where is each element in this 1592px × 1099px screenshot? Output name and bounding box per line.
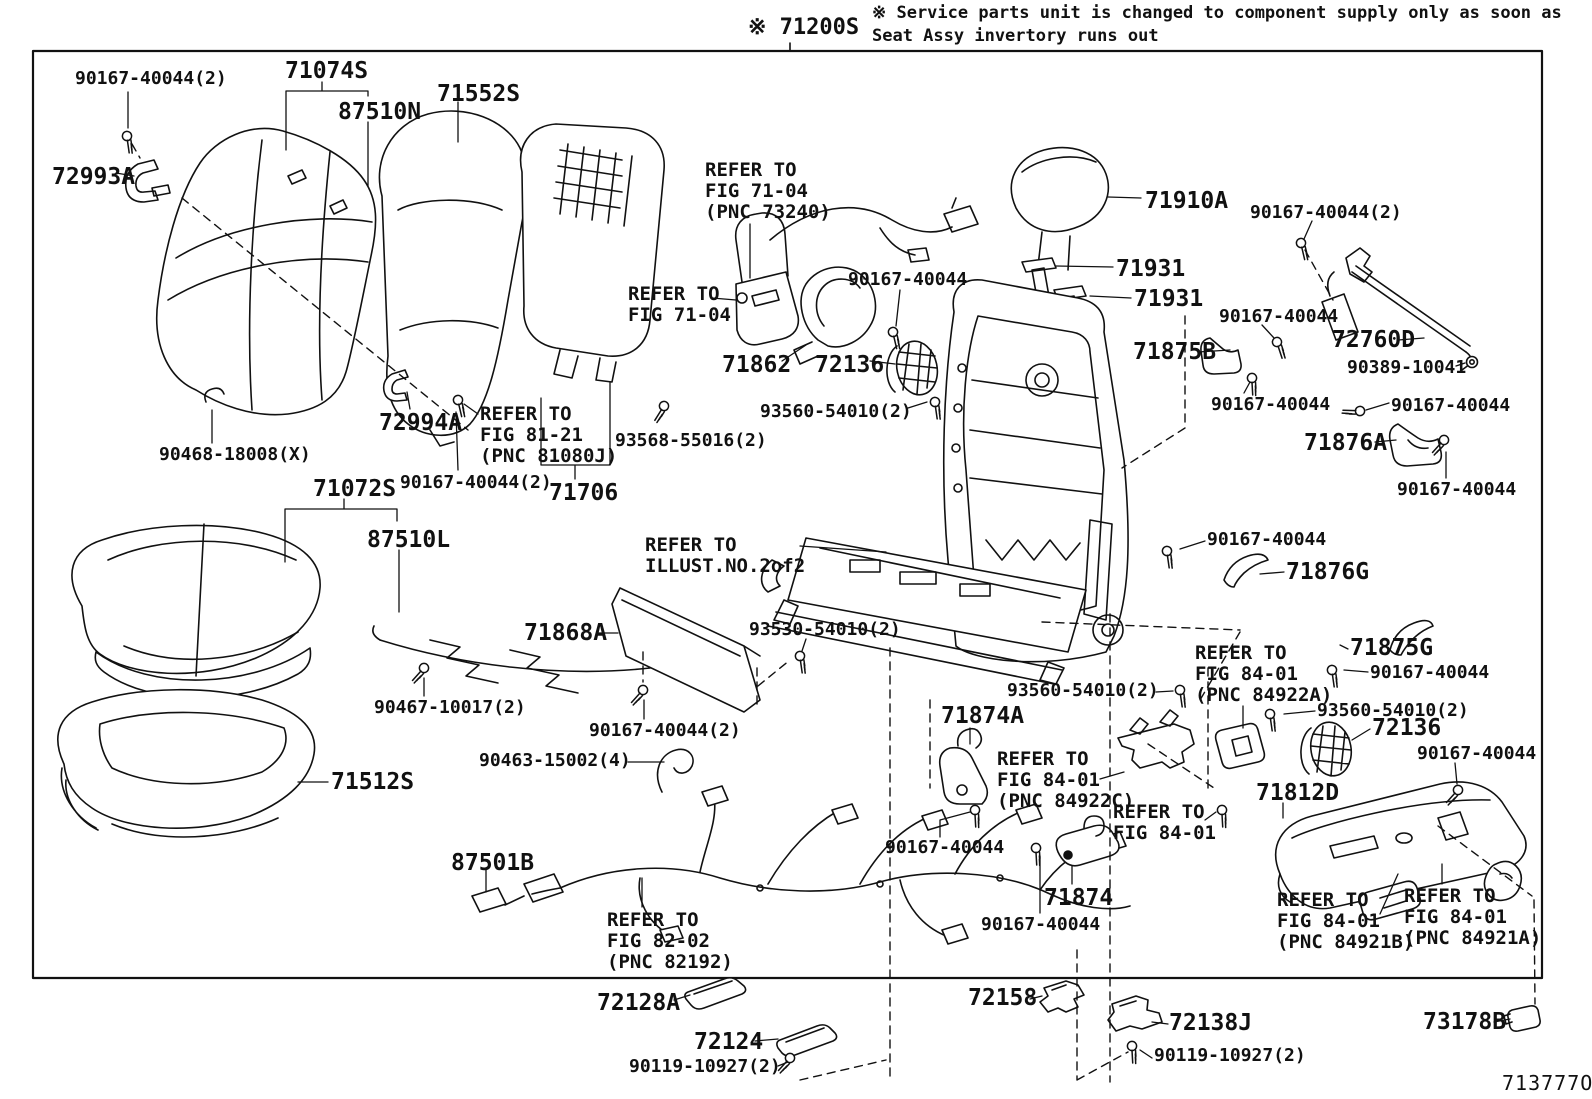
part-label-refer-fig71-04: REFER TO FIG 71-04 [628, 283, 731, 326]
part-label-refer-fig84-01-pnc84922c: REFER TO FIG 84-01 (PNC 84922C) [997, 748, 1135, 812]
part-label-refer-fig82-02-pnc82192: REFER TO FIG 82-02 (PNC 82192) [607, 909, 733, 973]
part-label-71074s: 71074S [285, 58, 369, 84]
part-label-90463-15002: 90463-15002(4) [479, 750, 631, 771]
under-shield-art [611, 587, 761, 713]
seat-frame-art [760, 279, 1129, 685]
small-brackets-art [938, 337, 1443, 867]
part-label-71875g: 71875G [1350, 635, 1434, 661]
part-label-71512s: 71512S [331, 769, 415, 795]
part-label-87501b: 87501B [451, 850, 535, 876]
part-label-90167-40044-n: 90167-40044 [981, 914, 1101, 935]
assy-part-label: ※ 71200S [748, 15, 860, 40]
part-label-90167-40044-c: 90167-40044(2) [1250, 202, 1402, 223]
part-label-90167-40044-a: 90167-40044(2) [75, 68, 227, 89]
part-label-72136-b: 72136 [1372, 715, 1442, 741]
seat-back-cover-art [156, 127, 377, 416]
part-label-93560-54010-c: 93560-54010(2) [1317, 700, 1469, 721]
part-label-71552s: 71552S [437, 81, 521, 107]
part-label-71706: 71706 [549, 480, 619, 506]
part-label-90467-10017: 90467-10017(2) [374, 697, 526, 718]
part-label-93560-54010-b: 93560-54010(2) [1007, 680, 1159, 701]
part-label-90119-10927-b: 90119-10927(2) [1154, 1045, 1306, 1066]
part-label-90167-40044-h: 90167-40044(2) [400, 472, 552, 493]
part-label-73178b: 73178B [1423, 1009, 1507, 1035]
diagram-frame [31, 49, 1544, 980]
grommet-art-b [1300, 721, 1353, 777]
part-label-72128a: 72128A [597, 990, 681, 1016]
part-label-72136-a: 72136 [815, 352, 885, 378]
part-label-71931-b: 71931 [1134, 286, 1204, 312]
service-note-line2: Seat Assy invertory runs out [872, 26, 1159, 46]
part-label-72993a: 72993A [52, 164, 136, 190]
part-label-71876g: 71876G [1286, 559, 1370, 585]
part-label-90167-40044-m: 90167-40044 [885, 837, 1005, 858]
service-note-line1: ※ Service parts unit is changed to compo… [872, 3, 1562, 23]
part-label-87510l: 87510L [367, 527, 451, 553]
leader-lines [115, 81, 1511, 1067]
dashed-lines [131, 143, 1536, 1083]
grommet-art-a [886, 340, 939, 396]
part-label-90167-40044-b: 90167-40044 [848, 269, 968, 290]
part-label-71868a: 71868A [524, 620, 608, 646]
part-label-90167-40044-l: 90167-40044 [1417, 743, 1537, 764]
part-label-72158: 72158 [968, 985, 1038, 1011]
part-label-refer-fig81-21-pnc81080j: REFER TO FIG 81-21 (PNC 81080J) [480, 403, 618, 467]
figure-code: 713777O [1502, 1071, 1592, 1095]
part-label-90167-40044-e: 90167-40044 [1211, 394, 1331, 415]
part-label-72760d: 72760D [1332, 327, 1416, 353]
seat-cushion-pad-art [57, 688, 316, 838]
part-label-71812d: 71812D [1256, 780, 1340, 806]
part-label-93530-54010: 93530-54010(2) [749, 619, 901, 640]
part-label-72124: 72124 [694, 1029, 764, 1055]
part-label-72994a: 72994A [379, 410, 463, 436]
part-label-71874: 71874 [1044, 885, 1114, 911]
part-label-90167-40044-k: 90167-40044 [1370, 662, 1490, 683]
cushion-wire-art [372, 625, 651, 694]
part-label-90389-10041: 90389-10041 [1347, 357, 1467, 378]
part-label-71876a: 71876A [1304, 430, 1388, 456]
part-label-90167-40044-j: 90167-40044(2) [589, 720, 741, 741]
part-label-71862: 71862 [722, 352, 792, 378]
part-label-71072s: 71072S [313, 476, 397, 502]
side-shield-art [1275, 781, 1527, 921]
part-label-71875b: 71875B [1133, 339, 1217, 365]
part-label-90167-40044-d: 90167-40044 [1219, 306, 1339, 327]
part-label-72138j: 72138J [1169, 1010, 1253, 1036]
part-label-90119-10927-a: 90119-10927(2) [629, 1056, 781, 1077]
part-label-refer-illust-2of2: REFER TO ILLUST.NO.2of2 [645, 534, 806, 577]
seat-cushion-cover-art [71, 523, 321, 699]
seat-back-pad-art [378, 110, 528, 447]
part-label-90468-18008x: 90468-18008(X) [159, 444, 311, 465]
wire-harness-art [471, 748, 1131, 945]
part-label-87510n: 87510N [338, 99, 422, 125]
part-label-90167-40044-i: 90167-40044 [1207, 529, 1327, 550]
seat-belt-buckle-art [734, 197, 979, 346]
part-label-refer-fig84-01: REFER TO FIG 84-01 [1113, 801, 1216, 844]
seat-back-board-art [519, 123, 665, 383]
part-label-refer-fig84-01-pnc84922a: REFER TO FIG 84-01 (PNC 84922A) [1195, 642, 1333, 706]
belt-guide-art [793, 266, 877, 365]
part-label-71874a: 71874A [941, 703, 1025, 729]
part-label-refer-fig71-04-pnc73240: REFER TO FIG 71-04 (PNC 73240) [705, 159, 831, 223]
part-label-refer-fig84-01-pnc84921b: REFER TO FIG 84-01 (PNC 84921B) [1277, 889, 1415, 953]
part-label-93568-55016: 93568-55016(2) [615, 430, 767, 451]
part-label-71910a: 71910A [1145, 188, 1229, 214]
part-label-71931-a: 71931 [1116, 256, 1186, 282]
lumbar-rod-art [1321, 247, 1479, 371]
part-label-93560-54010-a: 93560-54010(2) [760, 401, 912, 422]
switch-parts-art [1117, 709, 1266, 770]
part-label-refer-fig84-01-pnc84921a: REFER TO FIG 84-01 (PNC 84921A) [1404, 885, 1542, 949]
part-label-90167-40044-g: 90167-40044 [1397, 479, 1517, 500]
part-label-90167-40044-f: 90167-40044 [1391, 395, 1511, 416]
